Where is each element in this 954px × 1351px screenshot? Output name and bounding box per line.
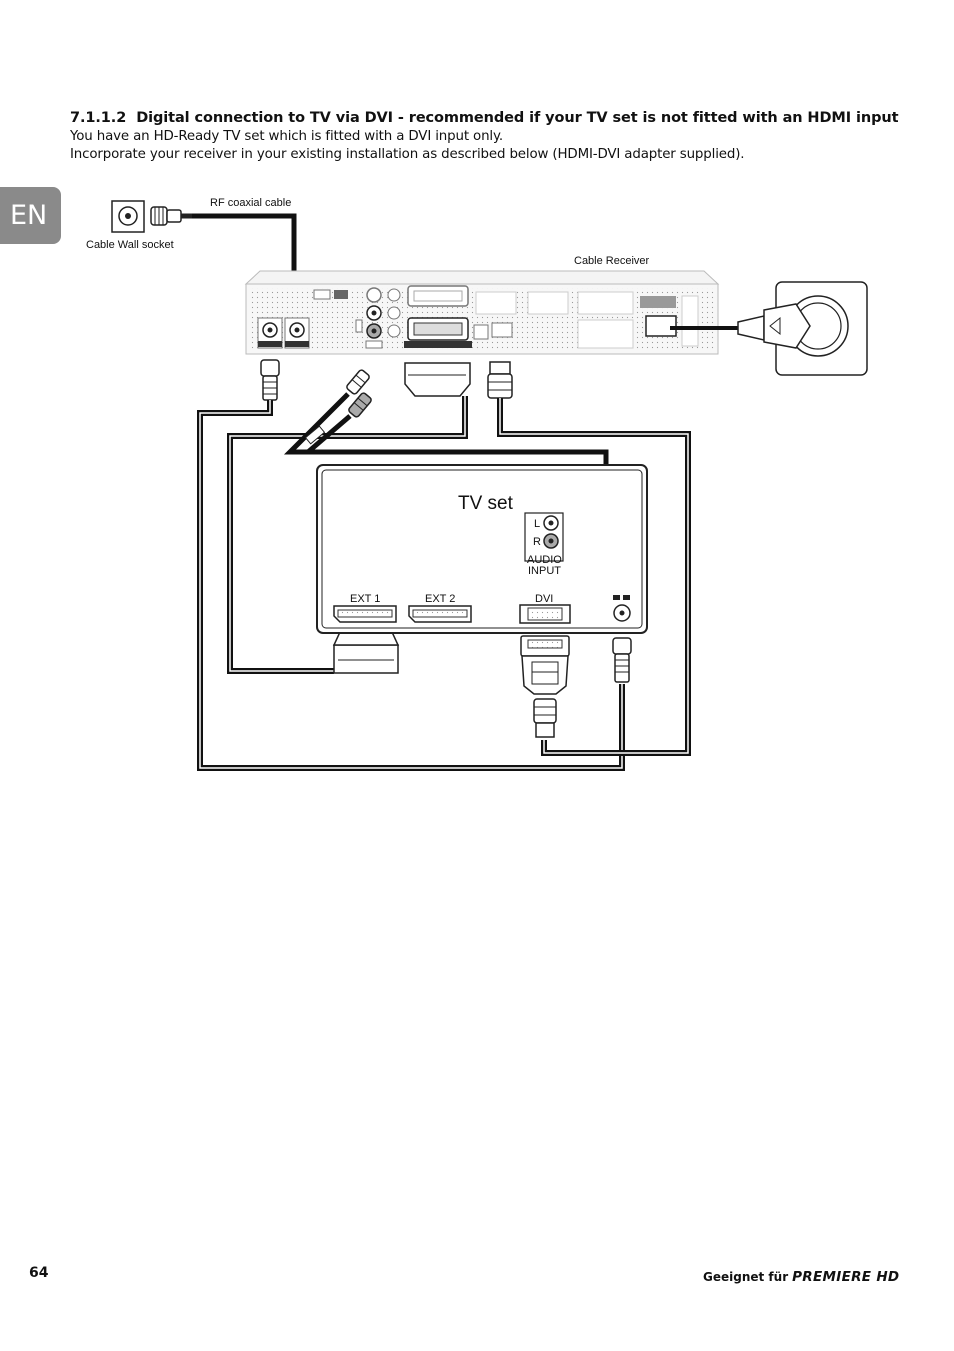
rca-cable-b	[306, 414, 352, 454]
section-title: Digital connection to TV via DVI - recom…	[136, 110, 899, 126]
intro-paragraph: You have an HD-Ready TV set which is fit…	[70, 129, 503, 144]
tv-set	[316, 464, 648, 634]
audio-input-label-2: INPUT	[528, 565, 561, 577]
ext1-label: EXT 1	[350, 593, 380, 605]
dvi-label: DVI	[535, 593, 553, 605]
page-number: 64	[29, 1265, 49, 1281]
rca-plug-top-icon	[346, 369, 372, 418]
rf-cable-in	[192, 213, 297, 278]
power-plug-icon	[670, 303, 811, 349]
wall-socket	[111, 200, 145, 233]
wall-socket-label: Cable Wall socket	[86, 239, 174, 251]
audio-input-label-1: AUDIO	[527, 554, 562, 566]
rf-tv-plug-icon	[612, 637, 632, 683]
ext2-label: EXT 2	[425, 593, 455, 605]
tv-aerial-port	[613, 595, 631, 622]
audio-left-label: L	[534, 518, 540, 530]
cable-receiver	[244, 270, 720, 355]
section-number: 7.1.1.2	[70, 110, 127, 126]
ext2-port	[408, 605, 472, 623]
scart-plug-top-icon	[404, 362, 471, 397]
hdmi-plug-bottom-icon	[533, 698, 557, 738]
hdmi-plug-top-icon	[487, 361, 513, 399]
audio-right-label: R	[533, 536, 541, 548]
rf-cable-label: RF coaxial cable	[210, 197, 291, 209]
language-tab: EN	[0, 187, 61, 244]
power-outlet	[775, 281, 868, 376]
dvi-adapter-icon	[520, 635, 570, 695]
section-heading: 7.1.1.2 Digital connection to TV via DVI …	[70, 110, 899, 126]
receiver-label: Cable Receiver	[574, 255, 650, 267]
audio-input-jacks	[524, 512, 564, 562]
rf-out-plug-icon	[260, 359, 280, 401]
scart-plug-bottom-icon	[332, 631, 400, 674]
ext1-port	[333, 605, 397, 623]
tv-label: TV set	[458, 493, 514, 514]
footer-geeignet: Geeignet für	[703, 1270, 789, 1284]
premiere-hd-logo: PREMIERE HD	[792, 1269, 900, 1285]
rf-plug-icon	[150, 206, 192, 226]
dvi-port	[519, 604, 571, 624]
instruction-paragraph: Incorporate your receiver in your existi…	[70, 147, 745, 162]
